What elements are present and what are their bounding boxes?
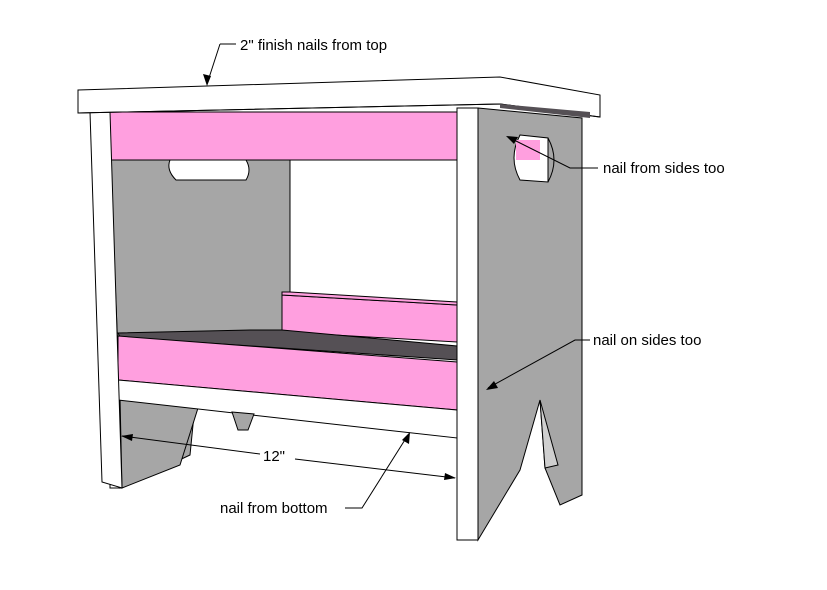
sides-lower-arrowhead [486,381,498,390]
right-front-leg [456,107,479,541]
top-board-edge [77,90,501,114]
top-nails-label: 2" finish nails from top [240,37,387,54]
back-foot [231,411,255,431]
sides-lower-label: nail on sides too [593,332,701,349]
sides-lower-leader [487,339,590,389]
top-nails-arrowhead [203,74,211,86]
left-handle-cutout [168,159,250,181]
sides-upper-arrowhead [506,136,518,144]
dimension-line-right [294,458,456,479]
sides-upper-leader [509,137,598,169]
right-panel-notch [539,399,559,469]
sides-upper-label: nail from sides too [603,160,725,177]
bottom-label: nail from bottom [220,500,328,517]
bottom-leader [345,434,409,509]
top-board-dark-line [500,104,590,118]
dimension-label: 12" [263,448,285,465]
dimension-arrowhead-right [444,473,456,480]
bottom-arrowhead [402,432,410,444]
left-panel-lower [119,397,199,489]
right-handle-inner [516,140,540,160]
upper-apron [109,111,458,161]
dimension-line-left [121,435,261,455]
dimension-arrowhead-left [121,434,133,441]
